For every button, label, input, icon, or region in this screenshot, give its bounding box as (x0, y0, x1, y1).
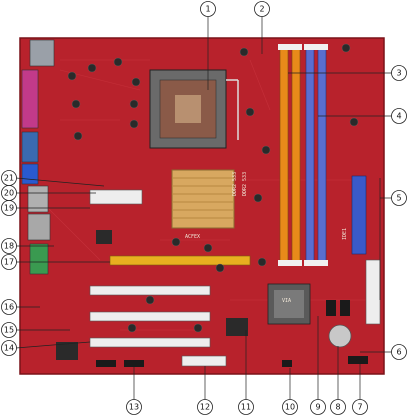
socket-marking: ACFEX (185, 234, 200, 240)
capacitors (67, 43, 359, 333)
callout-13-label: 13 (129, 403, 139, 412)
callout-19-label: 19 (4, 204, 14, 213)
callout-20-label: 20 (4, 189, 14, 198)
callout-2-label: 2 (259, 5, 264, 14)
ide-marking: IDE1 (342, 228, 348, 240)
callout-10 (282, 399, 298, 415)
sata-connectors (326, 300, 350, 316)
callout-16 (1, 299, 17, 315)
pci-slots (89, 285, 211, 348)
callout-18-label: 18 (4, 242, 14, 251)
cpu-socket (149, 69, 239, 149)
ide-connectors (351, 175, 381, 325)
callout-7-label: 7 (357, 403, 362, 412)
cmos-battery (328, 324, 352, 348)
callout-18 (1, 238, 17, 254)
callout-16-label: 16 (4, 303, 14, 312)
ram-marking-b: DDR2 533 (242, 172, 248, 196)
ram-marking-a: DDR2 533 (232, 172, 238, 196)
dimm-slot-1 (279, 47, 289, 263)
callout-17 (1, 254, 17, 270)
callout-5-label: 5 (396, 194, 401, 203)
audio-codec-chip (96, 230, 112, 244)
callout-4 (391, 108, 407, 124)
pci-slot-1 (89, 285, 211, 296)
callout-8 (330, 399, 346, 415)
usb-header-2 (124, 360, 144, 367)
callout-17-label: 17 (4, 258, 14, 267)
callout-13 (126, 399, 142, 415)
usb-header-1 (96, 360, 116, 367)
callout-9 (310, 399, 326, 415)
callout-11 (238, 399, 254, 415)
dimm-slot-4 (317, 47, 327, 263)
callout-4-label: 4 (396, 112, 401, 121)
rear-io-panel (21, 39, 55, 275)
callout-12-label: 12 (200, 403, 210, 412)
callout-14-label: 14 (4, 344, 14, 353)
callout-3-label: 3 (396, 69, 401, 78)
dimm-slot-2 (291, 47, 301, 263)
ps2-ports (29, 39, 55, 67)
southbridge-chip (267, 283, 311, 325)
agp-slot (109, 255, 251, 266)
callout-12 (197, 399, 213, 415)
floppy-connector (181, 355, 227, 367)
usb-ports (27, 185, 49, 213)
callout-6-label: 6 (396, 348, 401, 357)
atx-power-connector (89, 189, 143, 205)
northbridge-heatsink (171, 169, 235, 229)
lan-usb-ports (27, 213, 51, 241)
audio-jacks (29, 243, 49, 275)
callout-21-label: 21 (4, 174, 14, 183)
pci-slot-2 (89, 311, 211, 322)
callout-21 (1, 170, 17, 186)
callout-15-label: 15 (4, 326, 14, 335)
callout-10-label: 10 (285, 403, 295, 412)
callout-1-label: 1 (205, 5, 210, 14)
callout-15 (1, 322, 17, 338)
callout-3 (391, 65, 407, 81)
front-panel-header (348, 356, 368, 364)
callout-11-label: 11 (241, 403, 251, 412)
callout-1 (200, 1, 216, 17)
parallel-port (21, 69, 39, 129)
serial-port (21, 131, 39, 163)
callout-8-label: 8 (335, 403, 340, 412)
callout-7 (352, 399, 368, 415)
pci-slot-3 (89, 337, 211, 348)
bios-chip (226, 318, 248, 336)
callout-5 (391, 190, 407, 206)
header-bottom (282, 360, 292, 367)
pcb-edge-shadow (19, 37, 385, 375)
chip-logo: VIA (282, 298, 291, 304)
vga-port (21, 163, 39, 185)
dimm-slot-3 (305, 47, 315, 263)
callout-2 (254, 1, 270, 17)
callout-14 (1, 340, 17, 356)
dimm-slots (278, 44, 328, 266)
callout-9-label: 9 (315, 403, 320, 412)
io-controller-chip (56, 342, 78, 360)
callout-6 (391, 344, 407, 360)
